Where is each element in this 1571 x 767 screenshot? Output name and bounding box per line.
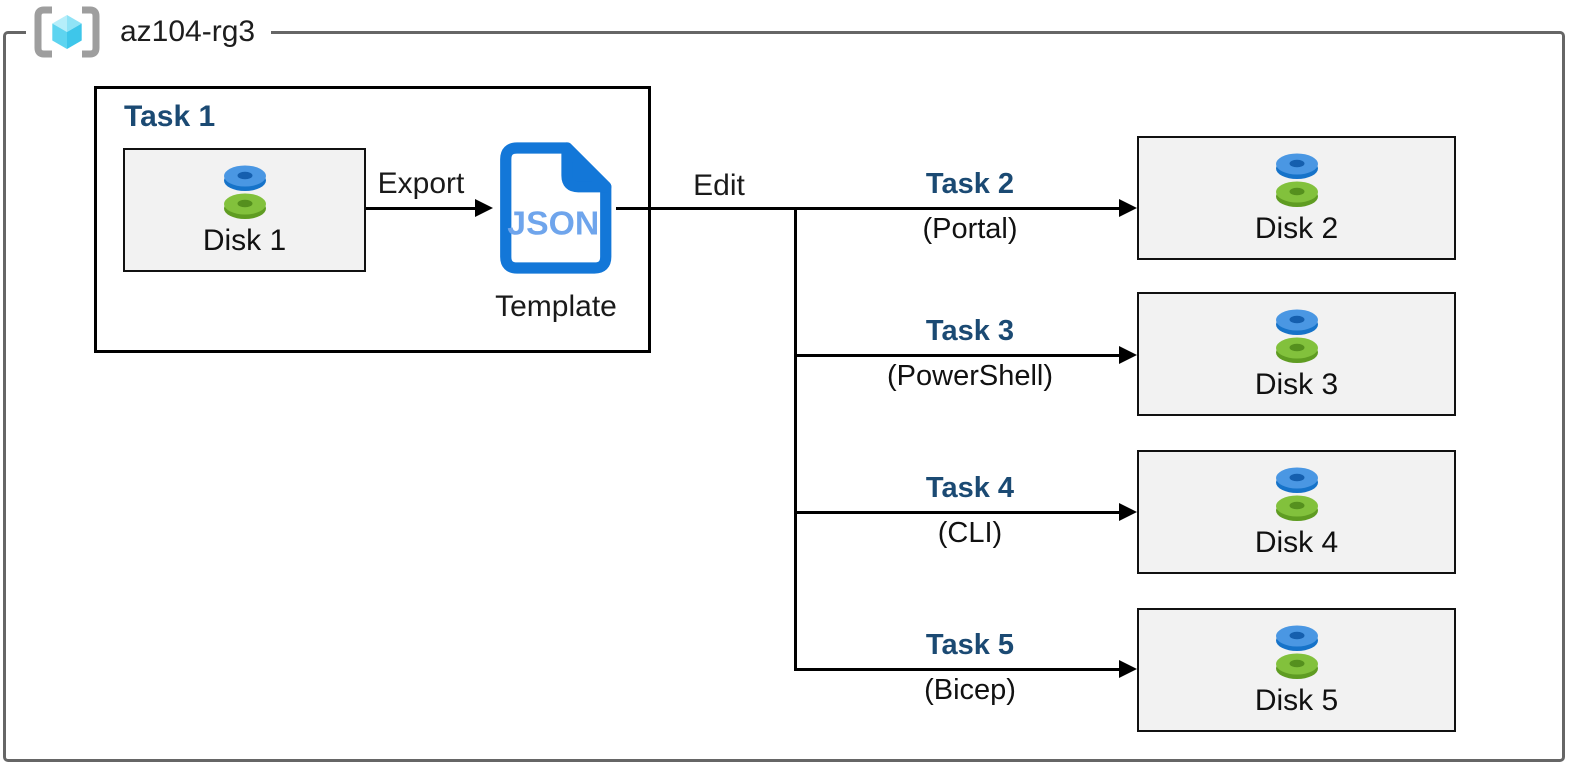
branch-task-label: Task 2 — [925, 168, 1015, 200]
disk-icon — [1275, 153, 1318, 207]
edit-label: Edit — [693, 169, 745, 202]
export-arrowhead-icon — [475, 199, 493, 217]
disk-label: Disk 5 — [1254, 684, 1339, 717]
resource-group-icon — [34, 6, 100, 58]
disk-icon — [1275, 467, 1318, 521]
arrowhead-icon — [1119, 503, 1137, 521]
branch-method-label: (CLI) — [937, 517, 1003, 549]
disk4-box: Disk 4 — [1137, 450, 1456, 574]
json-file-text: JSON — [507, 204, 599, 242]
arrowhead-icon — [1119, 346, 1137, 364]
disk3-box: Disk 3 — [1137, 292, 1456, 416]
branch-line — [795, 354, 1122, 357]
arrowhead-icon — [1119, 199, 1137, 217]
arrowhead-icon — [1119, 660, 1137, 678]
branch-task-label: Task 3 — [925, 315, 1015, 347]
branch-line — [795, 668, 1122, 671]
branch-method-label: (Bicep) — [924, 674, 1016, 706]
branch-line — [795, 207, 1122, 210]
branch-trunk-line — [794, 207, 797, 671]
branch-line — [795, 511, 1122, 514]
edit-connector-line — [616, 207, 796, 210]
disk1-box: Disk 1 — [123, 148, 366, 272]
resource-group-name: az104-rg3 — [120, 15, 256, 48]
disk-label: Disk 2 — [1254, 212, 1339, 245]
disk-icon — [1275, 309, 1318, 363]
resource-group-header: az104-rg3 — [26, 2, 272, 62]
branch-method-label: (Portal) — [922, 213, 1018, 245]
resource-group-boundary — [3, 31, 1565, 762]
disk-label: Disk 1 — [202, 224, 287, 257]
json-file-icon: JSON — [500, 142, 612, 274]
branch-method-label: (PowerShell) — [887, 360, 1053, 392]
branch-task-label: Task 5 — [925, 629, 1015, 661]
disk2-box: Disk 2 — [1137, 136, 1456, 260]
disk-label: Disk 4 — [1254, 526, 1339, 559]
disk-icon — [223, 165, 266, 219]
disk-label: Disk 3 — [1254, 368, 1339, 401]
export-arrow-line — [366, 207, 476, 210]
disk-icon — [1275, 625, 1318, 679]
disk5-box: Disk 5 — [1137, 608, 1456, 732]
export-label: Export — [377, 167, 465, 200]
branch-task-label: Task 4 — [925, 472, 1015, 504]
task1-title: Task 1 — [124, 100, 216, 133]
template-label: Template — [495, 290, 617, 323]
